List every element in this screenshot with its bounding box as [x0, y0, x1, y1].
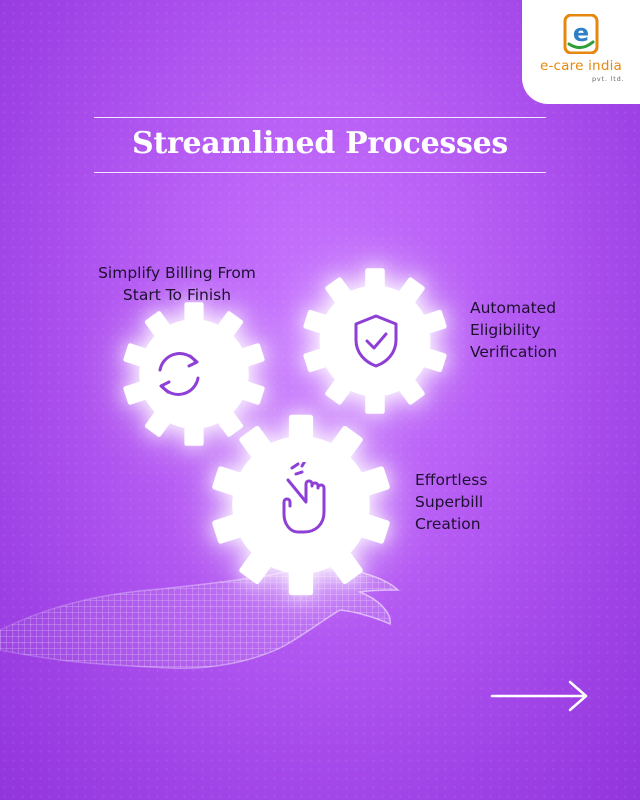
refresh-cycle-icon — [158, 352, 200, 396]
feature-label-eligibility: Automated Eligibility Verification — [470, 299, 558, 361]
brand-logo-letter: e — [573, 19, 589, 47]
title-rule-top — [94, 117, 546, 118]
feature-label-billing: Simplify Billing From Start To Finish — [98, 264, 256, 304]
page-title: Streamlined Processes — [132, 126, 508, 161]
shield-check-icon — [354, 314, 398, 368]
title-rule-bottom — [94, 172, 546, 173]
brand-name: e-care india — [539, 58, 623, 74]
brand-logo-icon: e — [563, 14, 599, 54]
feature-label-superbill: Effortless Superbill Creation — [415, 471, 488, 533]
brand-suffix: pvt. ltd. — [592, 75, 625, 83]
brand-logo-card: e e-care india pvt. ltd. — [522, 0, 640, 104]
hand-tap-icon — [282, 462, 326, 534]
wireframe-hand-illustration — [0, 567, 400, 670]
arrow-right-icon[interactable] — [490, 678, 590, 714]
